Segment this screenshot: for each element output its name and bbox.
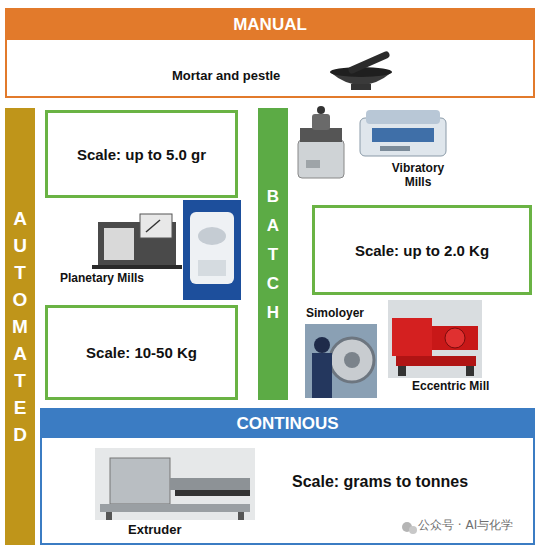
vibratory-mill-picture — [312, 114, 330, 130]
planetary-mill-picture — [183, 200, 241, 300]
vibratory-mill-picture — [306, 160, 320, 168]
scale-text: Scale: 10-50 Kg — [86, 344, 197, 361]
mortar-pestle-picture — [330, 55, 392, 90]
body-text: Scale: grams to tonnes — [292, 473, 468, 491]
simoloyer-picture — [330, 338, 374, 382]
extruder-picture — [95, 448, 255, 520]
planetary-mill-picture — [104, 228, 134, 260]
simoloyer-picture — [312, 353, 332, 398]
vibratory-mill-picture — [298, 140, 344, 178]
body-text: Mortar and pestle — [172, 68, 280, 83]
watermark-icon — [409, 526, 417, 534]
planetary-mill-picture — [190, 212, 234, 284]
eccentric-mill-picture — [398, 366, 406, 376]
scale-box: Scale: up to 2.0 Kg — [312, 205, 532, 295]
scale-box: Scale: up to 5.0 gr — [45, 110, 238, 198]
extruder-picture — [170, 478, 250, 490]
mortar-pestle-picture — [351, 84, 371, 90]
mortar-pestle-picture — [352, 55, 386, 70]
scale-box: Scale: 10-50 Kg — [45, 305, 238, 400]
extruder-picture — [95, 448, 255, 520]
simoloyer-picture — [314, 337, 330, 353]
vertical-band-text: AUTOMATED — [11, 205, 30, 448]
equipment-label: Vibratory Mills — [384, 162, 452, 190]
planetary-mill-picture — [198, 260, 226, 276]
watermark: 公众号 · AI与化学 — [418, 519, 533, 533]
equipment-label: Simoloyer — [306, 307, 386, 321]
label-holder: Eccentric Mill — [412, 380, 512, 394]
vibratory-mill-picture — [317, 106, 325, 114]
planetary-mill-picture — [140, 214, 172, 238]
header-text: CONTINOUS — [237, 414, 339, 434]
header-text: MANUAL — [233, 15, 307, 35]
vibratory-mill-picture — [298, 106, 344, 178]
vibratory-mill-picture — [372, 128, 434, 142]
automated-band: AUTOMATED — [5, 108, 35, 545]
equipment-label: Eccentric Mill — [412, 380, 512, 394]
vibratory-mill-picture — [360, 110, 446, 156]
manual-panel: MANUAL Mortar and pestle — [5, 8, 535, 98]
label-holder: Planetary Mills — [60, 272, 160, 286]
vibratory-mill-picture — [380, 146, 410, 151]
extruder-picture — [100, 504, 250, 512]
label-holder: Extruder — [128, 523, 208, 538]
watermark-icon — [402, 522, 417, 534]
scale-text: Scale: up to 5.0 gr — [77, 146, 206, 163]
eccentric-mill-picture — [432, 326, 478, 350]
equipment-label: Extruder — [128, 523, 208, 538]
equipment-label: Planetary Mills — [60, 272, 160, 286]
vertical-band-text: BATCH — [265, 182, 282, 327]
label-holder: Simoloyer — [306, 307, 386, 321]
planetary-mill-picture — [92, 265, 182, 269]
eccentric-mill-picture — [445, 328, 465, 348]
planetary-mill-picture — [146, 220, 160, 232]
extruder-picture — [106, 512, 112, 520]
extruder-picture — [110, 458, 170, 504]
vibratory-mill-picture — [366, 110, 440, 124]
label-holder: Vibratory Mills — [384, 162, 452, 190]
planetary-mill-picture — [198, 227, 226, 245]
scale-text: Scale: up to 2.0 Kg — [355, 242, 489, 259]
header-bar: CONTINOUS — [42, 410, 533, 438]
header-bar: MANUAL — [7, 10, 533, 40]
eccentric-mill-picture — [392, 318, 432, 356]
eccentric-mill-picture — [466, 366, 474, 376]
planetary-mill-picture — [92, 214, 182, 269]
simoloyer-picture — [305, 324, 377, 398]
planetary-mill-picture — [183, 200, 241, 300]
vibratory-mill-picture — [300, 128, 342, 142]
eccentric-mill-picture — [396, 356, 476, 366]
label-holder: 公众号 · AI与化学 — [418, 519, 533, 533]
simoloyer-picture — [305, 324, 377, 398]
extruder-picture — [238, 512, 244, 520]
eccentric-mill-picture — [388, 300, 482, 378]
simoloyer-picture — [344, 352, 360, 368]
extruder-picture — [175, 490, 250, 496]
batch-band: BATCH — [258, 108, 288, 400]
eccentric-mill-picture — [388, 300, 482, 378]
